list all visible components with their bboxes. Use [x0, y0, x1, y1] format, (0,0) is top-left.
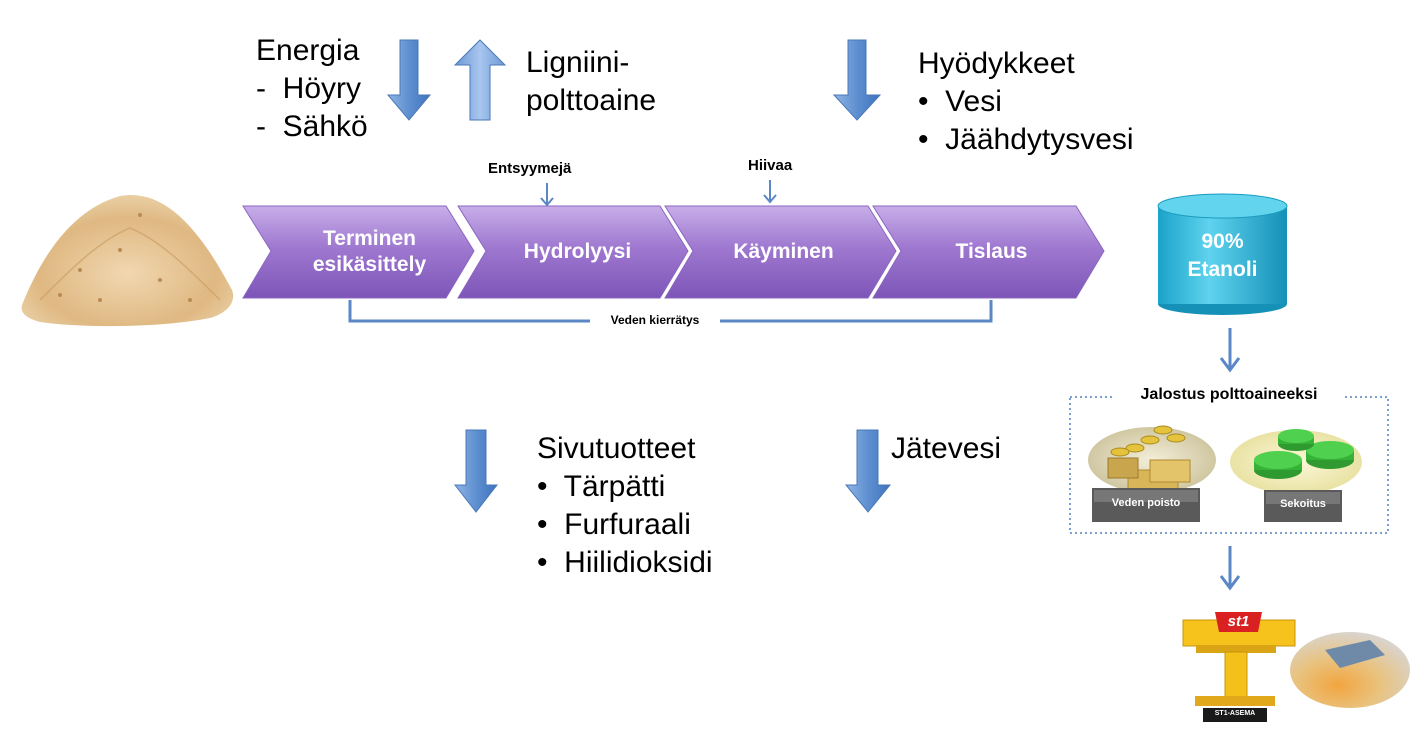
- energy-down-arrow: [386, 39, 432, 121]
- refining-to-station-arrow: [1219, 546, 1241, 591]
- chevron-tislaus: [872, 205, 1105, 299]
- byproducts-title: Sivutuotteet: [537, 432, 696, 465]
- water-recycle-label: Veden kierrätys: [610, 313, 700, 327]
- blending-label: Sekoitus: [1280, 498, 1326, 510]
- lignin-line-1: Ligniini-: [526, 46, 630, 79]
- water-recycle-bracket: [348, 300, 993, 323]
- enzymes-label: Entsyymejä: [488, 160, 572, 177]
- st1-logo: st1: [1227, 613, 1250, 630]
- energy-item-steam: - Höyry: [256, 72, 361, 105]
- ethanol-line-2: Etanoli: [1187, 258, 1258, 281]
- chevron-terminen: [242, 205, 475, 299]
- blending-illustration: [1230, 429, 1362, 522]
- energy-input-block: Energia - Höyry - Sähkö: [256, 32, 368, 146]
- enzymes-arrow: [540, 183, 554, 207]
- wastewater-down-arrow: [844, 429, 892, 513]
- ethanol-tank: [1157, 193, 1288, 315]
- refining-title: Jalostus polttoaineeksi: [1140, 386, 1318, 403]
- tank-to-refining-arrow: [1219, 328, 1241, 373]
- dewatering-illustration: [1088, 425, 1216, 522]
- wastewater-label: Jätevesi: [891, 432, 1002, 465]
- step-kayminen-label: Käyminen: [733, 240, 834, 263]
- utilities-down-arrow: [832, 39, 882, 121]
- utilities-title: Hyödykkeet: [918, 47, 1075, 80]
- dewatering-label: Veden poisto: [1111, 497, 1181, 509]
- step-terminen-line-1: Terminen: [323, 227, 416, 250]
- byproducts-down-arrow: [453, 429, 499, 513]
- yeast-arrow: [763, 180, 777, 204]
- ethanol-line-1: 90%: [1201, 230, 1244, 253]
- step-terminen-label: Terminen esikäsittely: [272, 206, 467, 298]
- byproduct-carbon-dioxide: • Hiilidioksidi: [537, 546, 713, 579]
- energy-item-electricity: - Sähkö: [256, 110, 368, 143]
- lignin-up-arrow: [453, 39, 507, 121]
- fuel-station-illustration: [1182, 612, 1410, 722]
- station-sign: ST1-ASEMA: [1214, 710, 1256, 717]
- utilities-input-block: Hyödykkeet • Vesi • Jäähdytysvesi: [918, 45, 1134, 159]
- energy-title: Energia: [256, 34, 360, 67]
- lignin-output-block: Ligniini- polttoaine: [526, 44, 656, 120]
- yeast-label: Hiivaa: [748, 157, 793, 174]
- byproduct-furfural: • Furfuraali: [537, 508, 691, 541]
- byproduct-turpentine: • Tärpätti: [537, 470, 666, 503]
- step-hydrolyysi-label: Hydrolyysi: [523, 240, 632, 263]
- ethanol-label: 90% Etanoli: [1158, 228, 1287, 284]
- byproducts-block: Sivutuotteet • Tärpätti • Furfuraali • H…: [537, 430, 713, 582]
- step-tislaus-label: Tislaus: [955, 240, 1028, 263]
- chevron-kayminen: [664, 205, 897, 299]
- chevron-hydrolyysi: [457, 205, 689, 299]
- refining-box: [1069, 396, 1389, 534]
- sawdust-pile: [21, 195, 234, 327]
- step-terminen-line-2: esikäsittely: [312, 253, 427, 276]
- utilities-item-water: • Vesi: [918, 85, 1002, 118]
- lignin-line-2: polttoaine: [526, 84, 657, 117]
- utilities-item-cooling-water: • Jäähdytysvesi: [918, 123, 1134, 156]
